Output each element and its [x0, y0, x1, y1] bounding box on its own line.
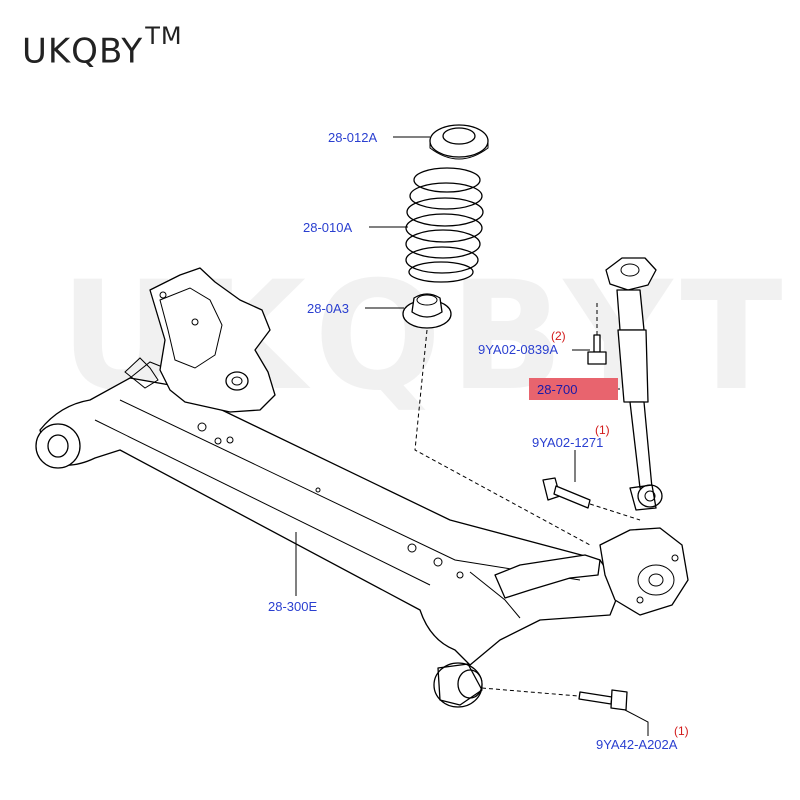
assembly-line-lower-bolt: [589, 503, 641, 521]
assembly-line-bushing-bolt: [481, 687, 579, 697]
brand-trademark: TM: [145, 22, 183, 50]
bump-stop: [402, 293, 452, 329]
leader-bushing-bolt: [624, 709, 649, 736]
label-shock-absorber: 28-700: [537, 382, 577, 397]
assembly-line-spring: [414, 329, 591, 546]
upper-spring-seat: [429, 124, 489, 160]
shock-absorber: [605, 257, 663, 511]
label-coil-spring: 28-010A: [303, 220, 352, 235]
label-upper-bolt: 9YA02-0839A: [478, 342, 558, 357]
label-bushing-bolt: 9YA42-A202A: [596, 737, 678, 752]
label-bump-stop: 28-0A3: [307, 301, 349, 316]
brand-name: UKQBY: [22, 31, 144, 72]
brand-logo: UKQBYTM: [22, 22, 183, 72]
qty-upper-bolt: (2): [551, 329, 566, 343]
qty-lower-bolt: (1): [595, 423, 610, 437]
qty-bushing-bolt: (1): [674, 724, 689, 738]
bushing-bolt: [578, 689, 628, 711]
label-axle-beam: 28-300E: [268, 599, 317, 614]
coil-spring: [405, 167, 484, 283]
label-lower-bolt: 9YA02-1271: [532, 435, 603, 450]
shock-absorber-highlight: [529, 378, 618, 400]
label-upper-spring-seat: 28-012A: [328, 130, 377, 145]
rear-axle-beam: [35, 267, 689, 708]
lower-shock-bolt: [542, 477, 591, 509]
upper-mount-bolt: [587, 334, 607, 365]
